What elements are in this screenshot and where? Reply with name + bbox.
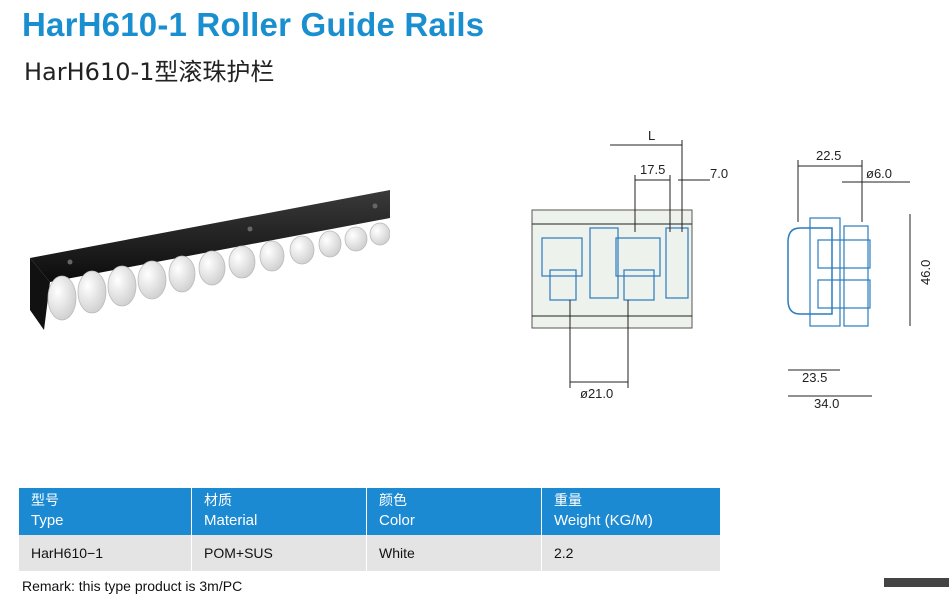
- side-view-drawing: L 17.5 7.0 ø21.0: [531, 128, 728, 401]
- product-photo: [30, 190, 390, 330]
- roller-diameter-label: ø21.0: [580, 386, 613, 401]
- page-subtitle: HarH610-1型滚珠护栏: [24, 58, 275, 86]
- inner-width-label: 23.5: [802, 370, 827, 385]
- offset-label: 7.0: [710, 166, 728, 181]
- length-label: L: [648, 128, 655, 143]
- pin-diameter-label: ø6.0: [866, 166, 892, 181]
- cell-type: HarH610−1: [19, 535, 192, 571]
- cell-material: POM+SUS: [191, 535, 367, 571]
- page-title: HarH610-1 Roller Guide Rails: [22, 6, 485, 43]
- top-width-label: 22.5: [816, 148, 841, 163]
- overall-width-label: 34.0: [814, 396, 839, 411]
- table-row: HarH610−1 POM+SUS White 2.2: [19, 535, 720, 571]
- corner-bar: [884, 578, 949, 587]
- section-view-drawing: 22.5 ø6.0 46.0 23.5 34.0: [787, 148, 933, 411]
- cell-color: White: [366, 535, 542, 571]
- remark-note: Remark: this type product is 3m/PC: [22, 578, 243, 594]
- height-label: 46.0: [918, 260, 933, 285]
- cell-weight: 2.2: [541, 535, 720, 571]
- pitch-label: 17.5: [640, 162, 665, 177]
